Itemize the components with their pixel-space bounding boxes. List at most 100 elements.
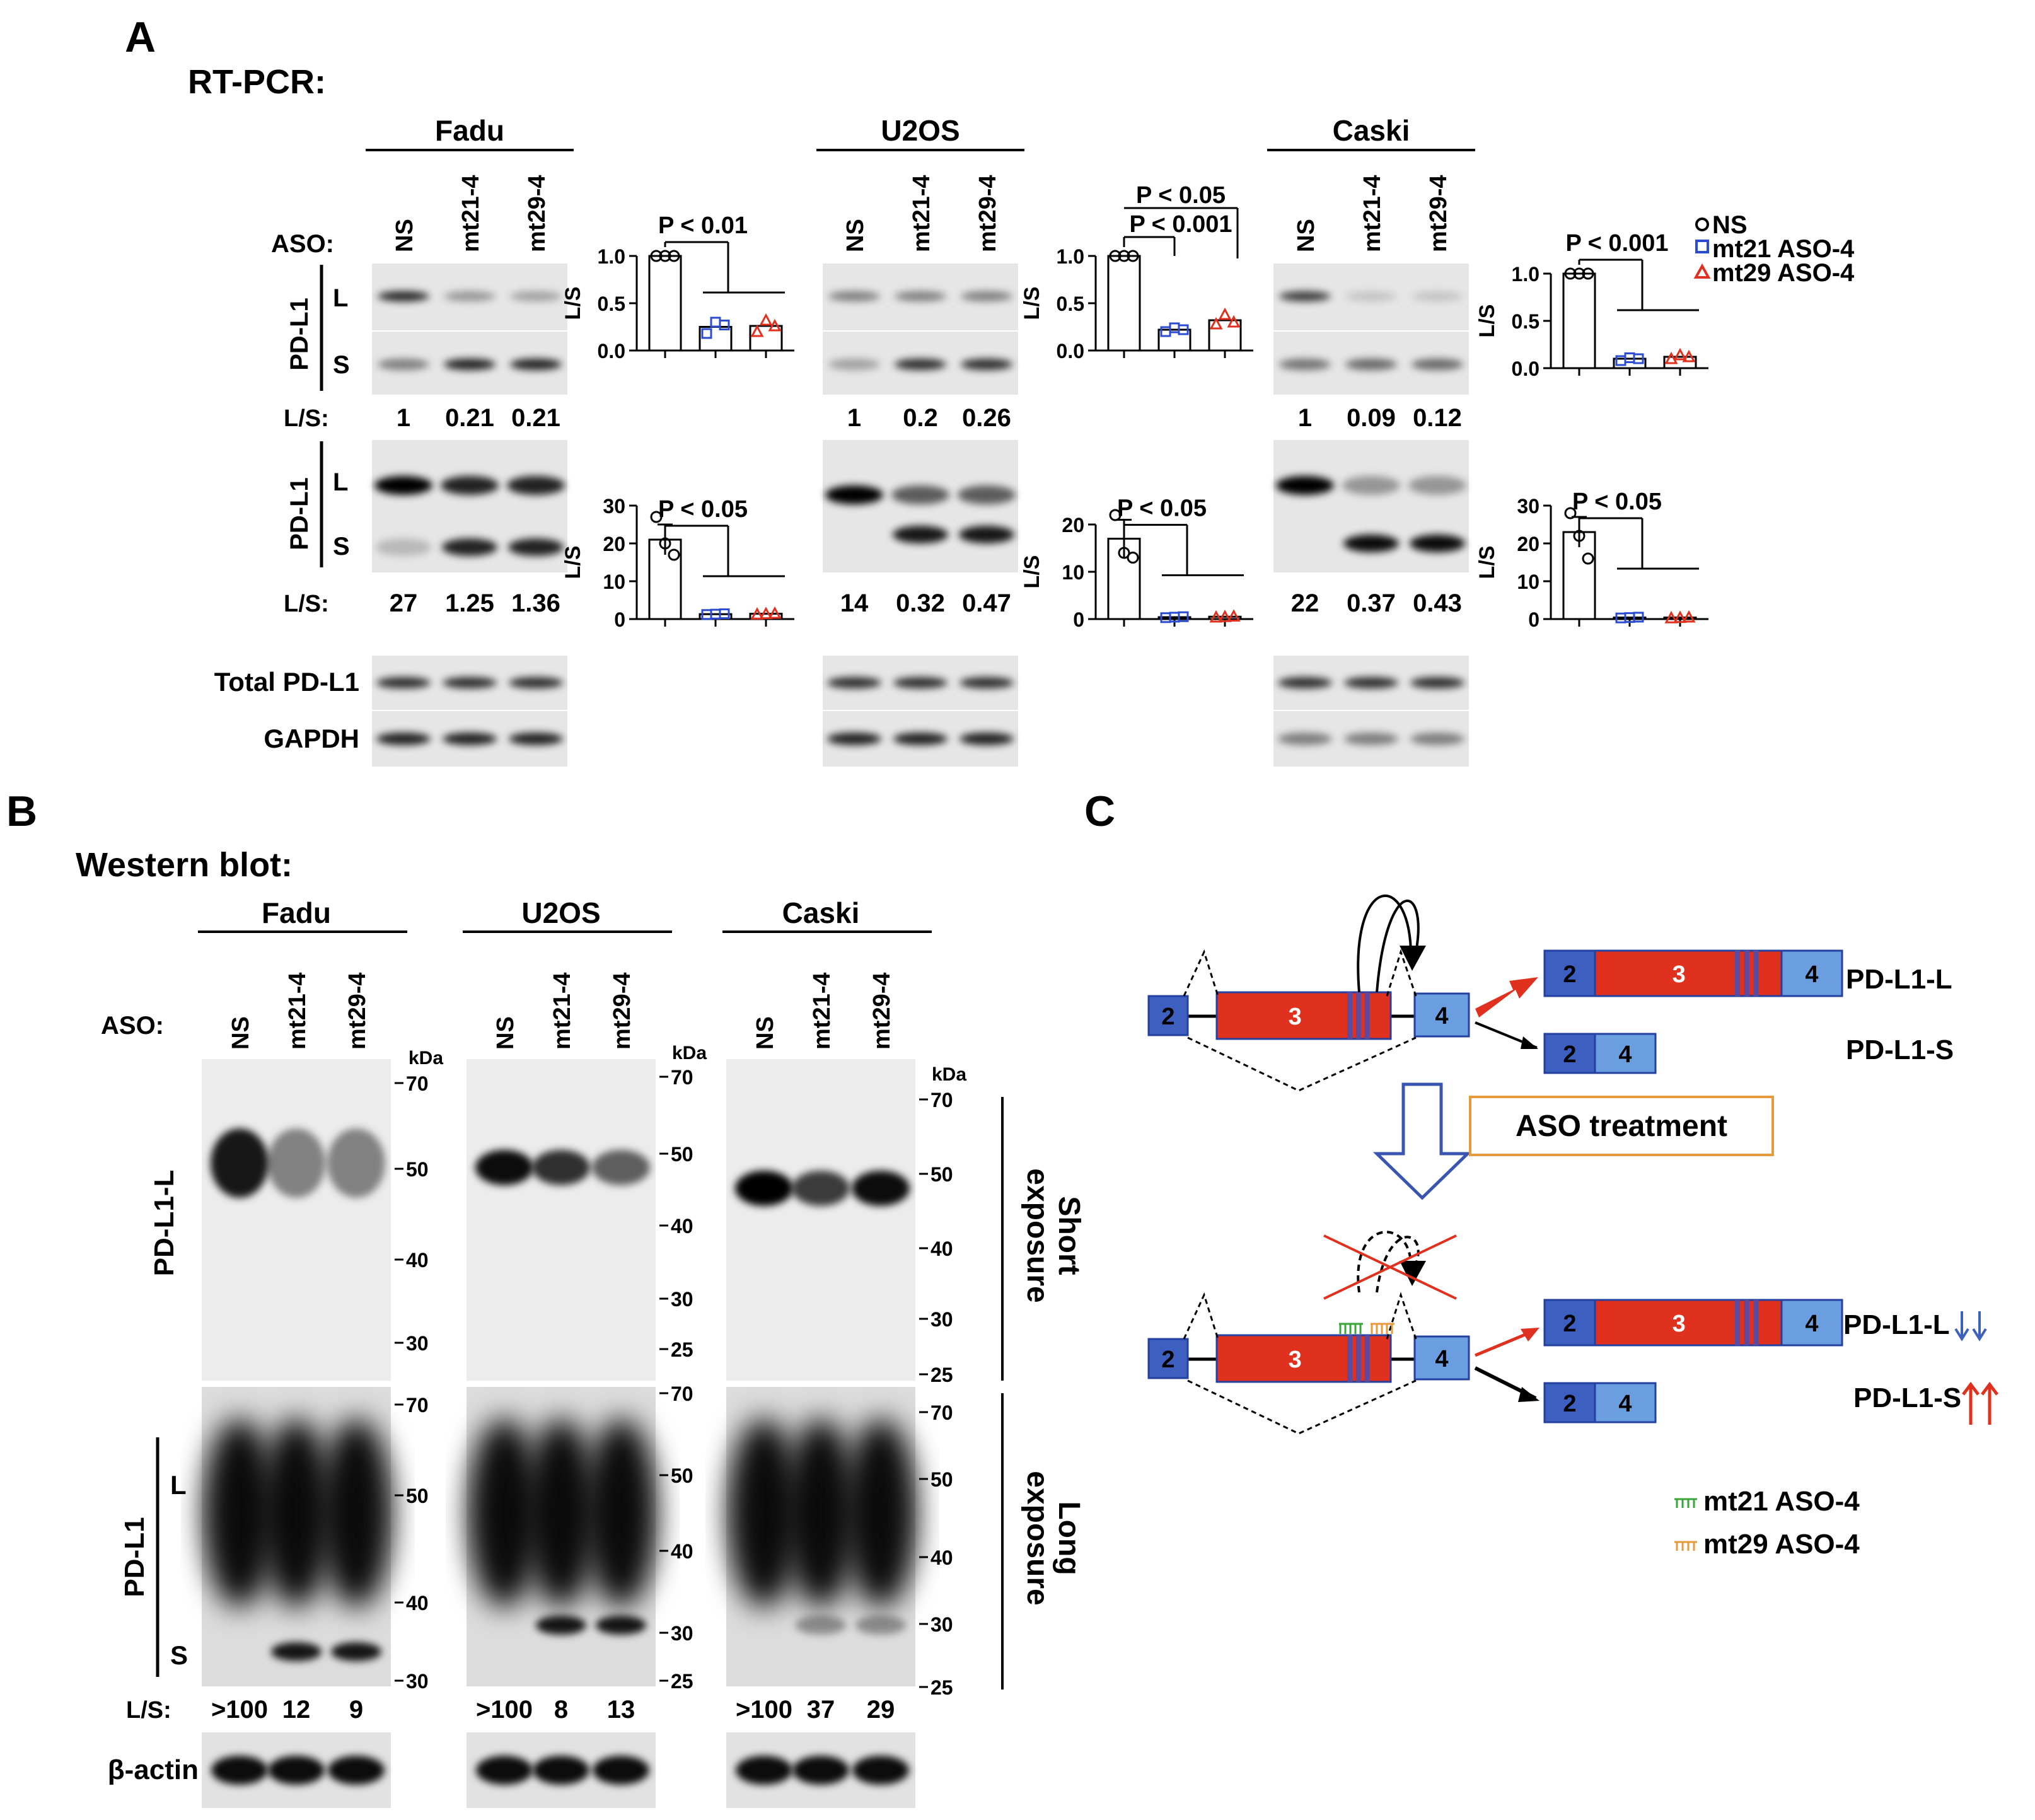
mw-marker-label: 50 bbox=[671, 1143, 693, 1166]
gel-band bbox=[1412, 291, 1463, 301]
exon3-stripe bbox=[1347, 1335, 1352, 1382]
gel-band bbox=[444, 291, 496, 301]
panel-label-b: B bbox=[6, 787, 37, 835]
gel-band bbox=[1343, 535, 1399, 552]
ls-ratio-value: 8 bbox=[554, 1696, 568, 1724]
data-point bbox=[659, 250, 671, 262]
ls-ratio-value: 0.37 bbox=[1347, 589, 1396, 617]
pdl1-label: PD-L1 bbox=[119, 1517, 150, 1597]
mw-marker-label: 30 bbox=[671, 1288, 693, 1311]
ls-ratio-value: 1.25 bbox=[445, 589, 494, 617]
exon4-box bbox=[1594, 1033, 1657, 1074]
data-point bbox=[750, 607, 764, 620]
exon2-box bbox=[1543, 949, 1596, 997]
blot-band bbox=[327, 1128, 385, 1198]
gel-band bbox=[891, 485, 949, 504]
mw-marker-label: 70 bbox=[671, 1066, 693, 1089]
gel-band bbox=[376, 733, 431, 745]
gapdh-label: GAPDH bbox=[264, 724, 359, 753]
mw-marker-label: 25 bbox=[931, 1676, 953, 1699]
gel-band bbox=[1344, 677, 1398, 688]
mw-marker-label: 50 bbox=[931, 1468, 953, 1491]
exon3-stripe bbox=[1364, 992, 1370, 1039]
kda-label: kDa bbox=[409, 1048, 443, 1069]
gel-band bbox=[828, 359, 880, 370]
gel-band bbox=[1277, 535, 1333, 552]
arrow-to-long bbox=[1475, 977, 1538, 1017]
y-axis-label: L/S bbox=[561, 546, 585, 579]
legend-label-mt29: mt29 ASO-4 bbox=[1712, 259, 1855, 287]
blot-band bbox=[331, 1642, 381, 1661]
y-tick-label: 0.5 bbox=[1057, 293, 1084, 315]
data-point bbox=[1218, 307, 1232, 320]
exon2-box bbox=[1147, 1338, 1189, 1379]
blot-band bbox=[592, 1150, 650, 1185]
y-tick-label: 20 bbox=[1517, 533, 1539, 555]
exon4-box bbox=[1594, 1382, 1657, 1423]
bar-chart: 0.00.51.0L/SP < 0.001 bbox=[1475, 230, 1708, 380]
bar bbox=[1107, 255, 1141, 352]
gel-band bbox=[508, 538, 564, 556]
blot-band bbox=[855, 1616, 906, 1635]
gel-band bbox=[1345, 291, 1397, 301]
ls-ratio-value: 0.26 bbox=[962, 404, 1011, 432]
data-point bbox=[1127, 552, 1139, 564]
blot-band bbox=[736, 1756, 792, 1785]
data-point bbox=[1582, 552, 1594, 565]
cell-line-label: Caski bbox=[782, 896, 860, 929]
blot-smear bbox=[584, 1418, 658, 1608]
splice-arc bbox=[1357, 895, 1413, 993]
kda-label: kDa bbox=[672, 1043, 707, 1064]
gel-band bbox=[510, 359, 562, 370]
data-point bbox=[1109, 509, 1122, 521]
exon3-stripe bbox=[1753, 1300, 1759, 1345]
lane-label: NS bbox=[391, 219, 418, 252]
gel-band bbox=[378, 291, 429, 301]
y-tick-label: 0.5 bbox=[598, 293, 625, 315]
gel-band bbox=[893, 526, 948, 543]
mw-marker-label: 30 bbox=[931, 1308, 953, 1331]
exon2-box-number: 2 bbox=[1563, 961, 1576, 988]
y-tick-label: 20 bbox=[1062, 514, 1084, 536]
mw-marker-label: 70 bbox=[931, 1089, 953, 1111]
blot-band bbox=[536, 1616, 586, 1635]
data-point bbox=[1227, 609, 1241, 622]
data-point bbox=[701, 328, 712, 339]
exon2-box-number: 2 bbox=[1563, 1311, 1576, 1337]
y-axis-label: L/S bbox=[1020, 287, 1044, 320]
data-point bbox=[668, 548, 680, 561]
legend-label-mt21: mt21 ASO-4 bbox=[1712, 235, 1855, 263]
exposure-label: exposure bbox=[1021, 1168, 1054, 1302]
gel-band bbox=[1278, 733, 1332, 745]
y-axis-label: L/S bbox=[1475, 304, 1499, 338]
lane-label: mt29-4 bbox=[869, 973, 895, 1050]
data-point bbox=[1582, 267, 1594, 280]
exon4-box bbox=[1780, 949, 1843, 997]
cell-line-label: Fadu bbox=[262, 896, 331, 929]
aso-treatment-box bbox=[1469, 1096, 1774, 1156]
splice-arc-blocked bbox=[1357, 1231, 1413, 1293]
blot-smear bbox=[260, 1418, 333, 1608]
mw-marker-label: 30 bbox=[931, 1613, 953, 1636]
exon3-box bbox=[1215, 991, 1392, 1040]
gel-band bbox=[509, 733, 563, 745]
ls-ratio-value: 1 bbox=[397, 404, 410, 432]
blot-smear bbox=[525, 1418, 598, 1608]
exposure-label: Short bbox=[1052, 1196, 1086, 1275]
exon4-box bbox=[1413, 1335, 1470, 1381]
splice-dash bbox=[1386, 1292, 1417, 1340]
gel-band bbox=[509, 677, 563, 688]
y-tick-label: 30 bbox=[603, 495, 625, 518]
arrowhead bbox=[1400, 946, 1426, 971]
data-point bbox=[768, 606, 782, 619]
data-point bbox=[759, 313, 773, 326]
lane-label: NS bbox=[842, 219, 869, 252]
aso-row-label: ASO: bbox=[271, 230, 334, 258]
blot-band bbox=[852, 1756, 909, 1785]
blot-band bbox=[268, 1756, 325, 1785]
blot-band bbox=[792, 1171, 850, 1206]
exon3-box bbox=[1594, 949, 1783, 997]
splice-dash bbox=[1183, 1292, 1219, 1340]
